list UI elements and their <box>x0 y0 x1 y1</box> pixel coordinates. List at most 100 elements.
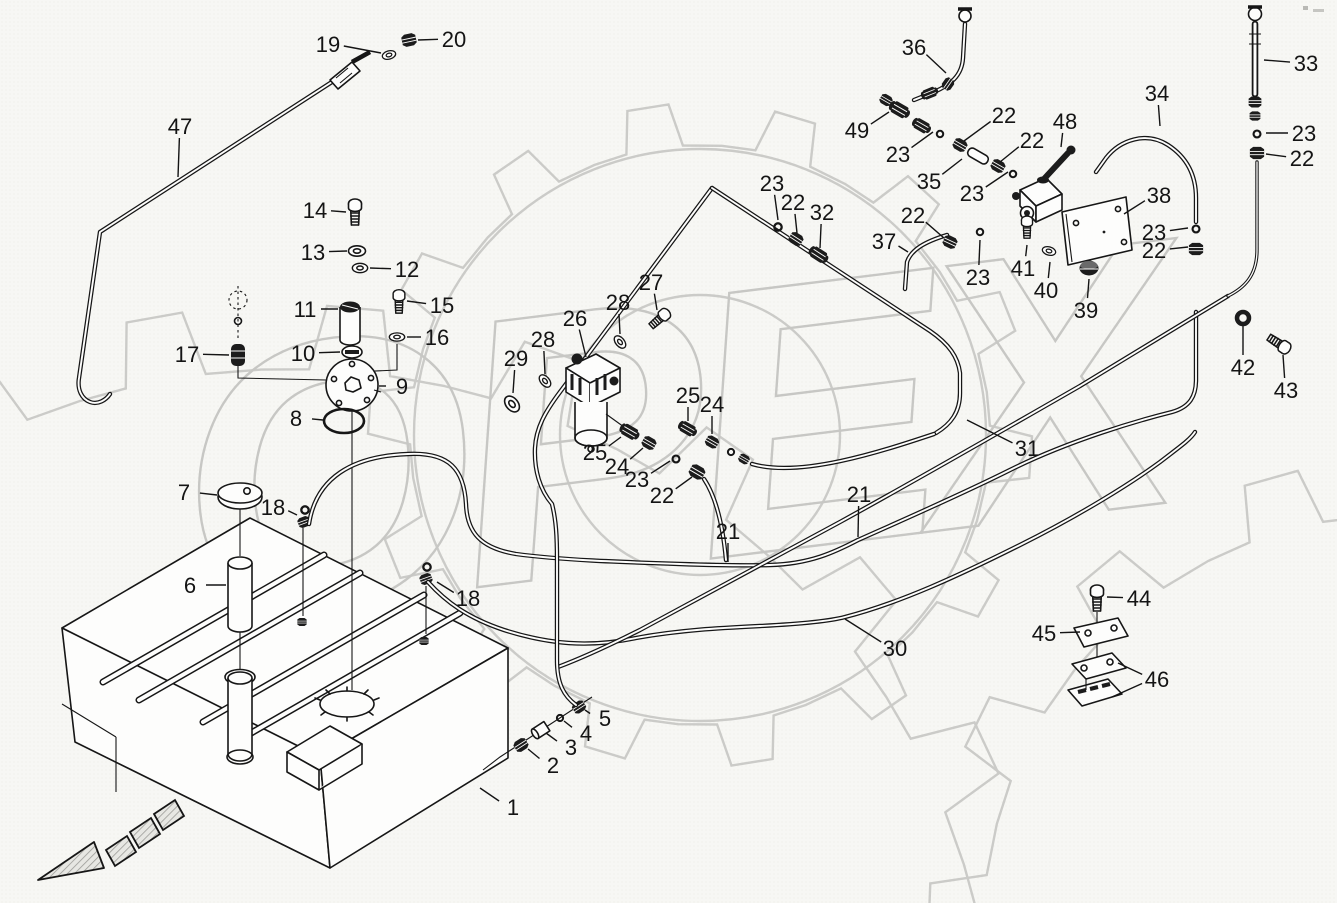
part-number-label: 42 <box>1231 355 1255 380</box>
part-pipe-37 <box>902 227 985 292</box>
part-number-label: 23 <box>625 467 649 492</box>
part-valve-handle-48 <box>1040 150 1071 183</box>
part-number-label: 41 <box>1011 256 1035 281</box>
callout-leader-line <box>1169 246 1189 250</box>
part-number-label: 44 <box>1127 586 1151 611</box>
part-number-label: 34 <box>1145 81 1169 106</box>
part-number-label: 27 <box>639 270 663 295</box>
callout-leader-line <box>675 476 693 490</box>
suction-pipe-loop <box>532 185 963 708</box>
callout-leader-line <box>898 245 909 253</box>
callout-leader-line <box>650 460 671 474</box>
part-number-label: 1 <box>507 795 519 820</box>
callout-leader-line <box>1086 278 1090 299</box>
part-number-label: 9 <box>396 374 408 399</box>
part-number-label: 48 <box>1053 109 1077 134</box>
part-number-label: 30 <box>883 636 907 661</box>
part-number-label: 40 <box>1034 278 1058 303</box>
part-number-label: 21 <box>716 519 740 544</box>
gear-watermark <box>0 103 1337 903</box>
part-nut-22 <box>1188 242 1204 256</box>
part-number-label: 18 <box>261 495 285 520</box>
callout-leader-line <box>963 120 992 142</box>
callout-leader-line <box>1169 227 1189 232</box>
part-number-label: 17 <box>175 342 199 367</box>
callout-leader-line <box>911 131 934 149</box>
direction-arrow-icon <box>37 798 186 881</box>
callout-leader-line <box>844 618 882 643</box>
part-number-label: 33 <box>1294 51 1318 76</box>
callout-leader-line <box>966 419 1013 444</box>
callout-leader-line <box>1047 261 1051 279</box>
part-number-label: 19 <box>316 32 340 57</box>
fuel-line-34 <box>1093 135 1199 225</box>
callout-leader-line <box>925 54 947 74</box>
part-number-label: 31 <box>1015 436 1039 461</box>
part-number-label: 16 <box>425 325 449 350</box>
part-number-label: 7 <box>178 480 190 505</box>
part-oring-8 <box>322 407 366 435</box>
part-number-label: 22 <box>781 190 805 215</box>
part-pickup-sleeve-11 <box>339 301 361 346</box>
part-number-label: 21 <box>847 482 871 507</box>
part-number-label: 23 <box>1292 121 1316 146</box>
callout-leader-line <box>545 732 558 742</box>
part-screw-43 <box>1264 331 1294 357</box>
callout-leader-line <box>819 223 822 249</box>
part-number-label: 23 <box>966 265 990 290</box>
part-number-label: 24 <box>700 392 724 417</box>
part-bolt-44 <box>1089 584 1105 612</box>
part-number-label: 22 <box>650 483 674 508</box>
callout-leader-line <box>543 350 546 375</box>
part-number-label: 10 <box>291 341 315 366</box>
part-number-label: 36 <box>902 35 926 60</box>
part-number-label: 22 <box>1142 238 1166 263</box>
callout-leader-line <box>925 221 945 239</box>
callout-leader-line <box>999 146 1020 163</box>
assembly-axis-lines <box>237 344 1098 771</box>
callout-leader-line <box>857 505 860 538</box>
callout-leader-line <box>985 171 1009 188</box>
part-grommet-39 <box>1079 260 1099 276</box>
callout-leader-line <box>406 300 427 305</box>
part-number-label: 22 <box>992 103 1016 128</box>
callout-leader-line <box>417 38 439 41</box>
callout-leader-line <box>369 267 392 270</box>
part-number-label: 23 <box>760 171 784 196</box>
callout-leader-line <box>1123 200 1146 215</box>
callout-leader-line <box>941 158 963 175</box>
part-washer-23 <box>1191 224 1201 234</box>
part-clamp-46 <box>1067 652 1127 707</box>
part-fuel-filter-26 <box>565 353 625 453</box>
part-plug-29 <box>503 395 521 413</box>
part-number-label: 4 <box>580 721 592 746</box>
callout-leader-line <box>1111 682 1143 698</box>
part-number-label: 6 <box>184 573 196 598</box>
part-number-label: 49 <box>845 118 869 143</box>
part-number-label: 22 <box>901 203 925 228</box>
part-number-label: 39 <box>1074 298 1098 323</box>
part-number-label: 25 <box>676 383 700 408</box>
part-fuel-valve <box>1012 145 1076 223</box>
part-number-label: 3 <box>565 735 577 760</box>
part-number-label: 13 <box>301 240 325 265</box>
parts-artwork <box>37 5 1294 881</box>
part-tube-35 <box>966 147 990 165</box>
valve-fitting-chain <box>909 115 1018 179</box>
part-number-label: 47 <box>168 114 192 139</box>
callout-leader-line <box>870 111 890 125</box>
part-number-label: 26 <box>563 306 587 331</box>
part-dipstick-rod <box>76 50 372 406</box>
fuel-line-21 <box>306 309 1199 568</box>
part-number-label: 43 <box>1274 378 1298 403</box>
part-filler-tube-6 <box>227 556 253 633</box>
part-cap-7 <box>217 482 263 510</box>
part-number-label: 14 <box>303 198 327 223</box>
part-bracket-plate-38 <box>1061 196 1133 266</box>
part-washer-19 <box>380 48 398 62</box>
callout-leader-line <box>578 329 587 358</box>
callout-leader-line <box>1106 596 1124 599</box>
part-number-label: 12 <box>395 257 419 282</box>
part-number-label: 8 <box>290 406 302 431</box>
